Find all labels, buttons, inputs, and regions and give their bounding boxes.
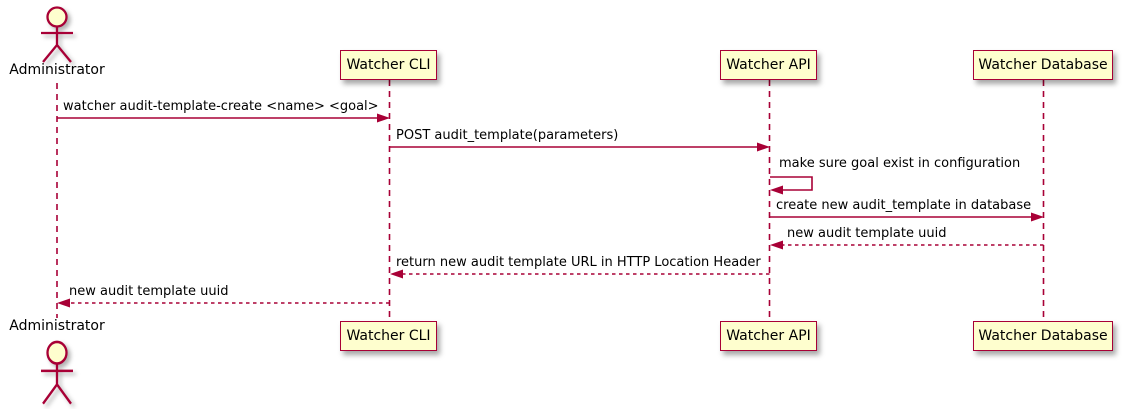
message-label-3: make sure goal exist in configuration xyxy=(779,156,1021,171)
administrator-actor-icon-top xyxy=(41,6,73,63)
participant-box-watcher-cli-bottom: Watcher CLI xyxy=(340,321,437,351)
administrator-actor-icon-bottom xyxy=(41,340,73,405)
arrowhead-left-5 xyxy=(770,240,783,250)
participant-box-watcher-cli-top: Watcher CLI xyxy=(340,50,437,80)
participant-box-watcher-database-top: Watcher Database xyxy=(973,50,1113,80)
participant-label-administrator-top: Administrator xyxy=(9,62,105,78)
message-label-2: POST audit_template(parameters) xyxy=(396,128,619,143)
arrowhead-left-6 xyxy=(390,269,403,279)
participant-box-watcher-api-bottom: Watcher API xyxy=(720,321,817,351)
message-label-7: new audit template uuid xyxy=(69,284,229,299)
message-label-4: create new audit_template in database xyxy=(776,198,1032,213)
self-message-loop-3 xyxy=(770,176,813,191)
message-label-5: new audit template uuid xyxy=(787,226,947,241)
participant-box-watcher-api-top: Watcher API xyxy=(720,50,817,80)
arrowhead-left-7 xyxy=(57,298,70,308)
message-label-6: return new audit template URL in HTTP Lo… xyxy=(396,255,761,270)
arrowhead-right-1 xyxy=(377,113,390,123)
participant-label-administrator-bottom: Administrator xyxy=(9,318,105,334)
arrowhead-left-3 xyxy=(770,185,783,195)
arrowhead-right-4 xyxy=(1031,212,1044,222)
arrowhead-right-2 xyxy=(757,142,770,152)
participant-box-watcher-database-bottom: Watcher Database xyxy=(973,321,1113,351)
message-label-1: watcher audit-template-create <name> <go… xyxy=(63,99,379,114)
